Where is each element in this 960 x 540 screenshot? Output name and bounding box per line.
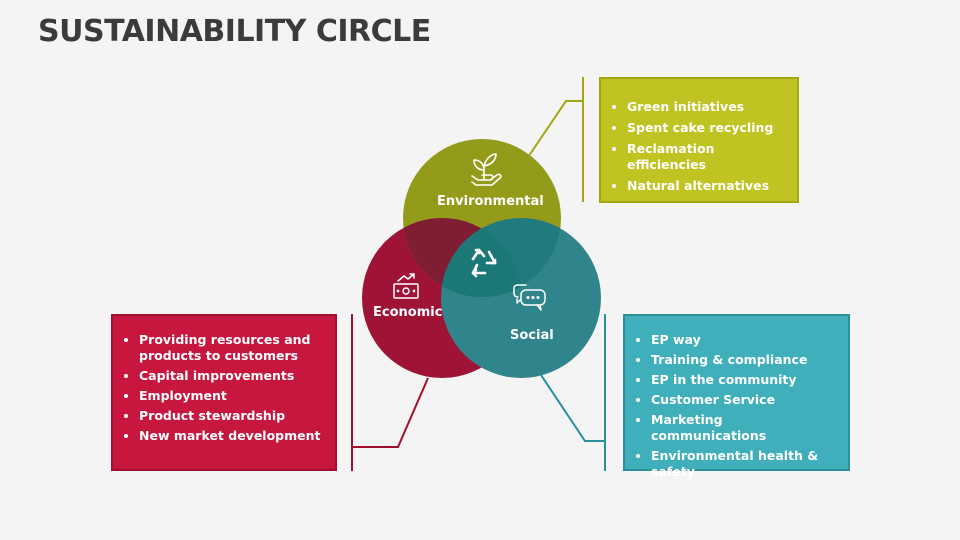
list-item: Spent cake recycling <box>627 120 785 136</box>
economic-box: Providing resources and products to cust… <box>111 314 337 471</box>
environmental-list: Green initiatives Spent cake recycling R… <box>615 99 785 194</box>
list-item: EP in the community <box>651 372 836 388</box>
list-item: Providing resources and products to cust… <box>139 332 323 364</box>
chat-bubbles-icon <box>513 284 546 311</box>
plant-hand-icon <box>471 153 502 186</box>
list-item: EP way <box>651 332 836 348</box>
list-item: Environmental health & safety <box>651 448 836 480</box>
list-item: New market development <box>139 428 323 444</box>
environmental-connector <box>519 77 584 202</box>
list-item: Product stewardship <box>139 408 323 424</box>
money-growth-icon <box>393 273 419 299</box>
list-item: Employment <box>139 388 323 404</box>
environmental-label: Environmental <box>437 194 544 209</box>
center-overlap <box>441 218 522 297</box>
list-item: Marketing communications <box>651 412 836 444</box>
recycle-icon <box>471 248 497 278</box>
social-box: EP way Training & compliance EP in the c… <box>623 314 850 479</box>
list-item: Natural alternatives <box>627 178 785 194</box>
list-item: Green initiatives <box>627 99 785 115</box>
list-item: Capital improvements <box>139 368 323 384</box>
social-list: EP way Training & compliance EP in the c… <box>639 332 836 480</box>
economic-list: Providing resources and products to cust… <box>127 332 323 444</box>
economic-label: Economic <box>373 305 443 320</box>
economic-connector <box>351 314 429 471</box>
social-label: Social <box>510 328 554 343</box>
list-item: Training & compliance <box>651 352 836 368</box>
page-title: SUSTAINABILITY CIRCLE <box>38 14 431 49</box>
list-item: Customer Service <box>651 392 836 408</box>
environmental-box: Green initiatives Spent cake recycling R… <box>599 77 799 203</box>
social-connector <box>540 314 606 471</box>
list-item: Reclamation efficiencies <box>627 141 785 173</box>
